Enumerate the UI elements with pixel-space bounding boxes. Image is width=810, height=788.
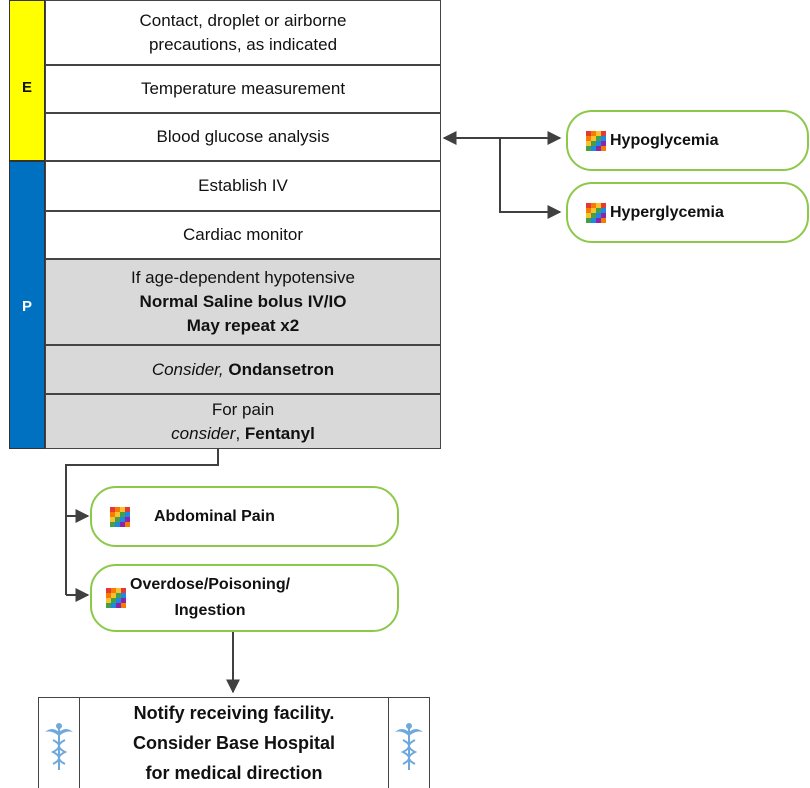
protocol-abdominal-pain[interactable]: Abdominal Pain <box>90 486 399 547</box>
protocol-overdose[interactable]: Overdose/Poisoning/ Ingestion <box>90 564 399 632</box>
protocol-hypoglycemia-label: Hypoglycemia <box>610 131 719 149</box>
band-e: E <box>9 0 45 161</box>
notify-box: Notify receiving facility. Consider Base… <box>38 697 430 788</box>
protocol-hyperglycemia[interactable]: Hyperglycemia <box>566 182 809 243</box>
step-glucose: Blood glucose analysis <box>45 113 441 161</box>
band-p-letter: P <box>21 298 32 315</box>
step-saline-line1: If age-dependent hypotensive <box>130 268 355 287</box>
notify-line1: Notify receiving facility. <box>133 703 335 723</box>
step-precautions: Contact, droplet or airborne precautions… <box>45 0 441 65</box>
step-fentanyl-drug: Fentanyl <box>244 423 315 443</box>
step-ondansetron: Consider, Ondansetron <box>45 345 441 394</box>
step-cardiac-label: Cardiac monitor <box>183 225 303 244</box>
step-ondansetron-prefix: Consider, <box>151 359 224 379</box>
protocol-abdominal-label: Abdominal Pain <box>154 507 275 525</box>
step-glucose-label: Blood glucose analysis <box>156 127 330 146</box>
step-fentanyl: For pain consider, Fentanyl <box>45 394 441 449</box>
notify-right-panel <box>388 698 429 788</box>
step-precautions-line1: Contact, droplet or airborne <box>139 10 347 30</box>
notify-line2: Consider Base Hospital <box>132 733 336 753</box>
protocol-overdose-text: Overdose/Poisoning/ Ingestion <box>130 572 290 624</box>
notify-text: Notify receiving facility. Consider Base… <box>79 698 389 788</box>
notify-line3: for medical direction <box>145 763 323 783</box>
protocol-grid-icon <box>110 506 130 527</box>
step-fentanyl-line2: consider, Fentanyl <box>171 422 315 446</box>
step-fentanyl-sep: , <box>235 423 241 443</box>
step-cardiac: Cardiac monitor <box>45 211 441 259</box>
step-saline: If age-dependent hypotensive Normal Sali… <box>45 259 441 345</box>
arrow-glucose-hyper <box>499 138 562 219</box>
step-fentanyl-prefix: consider <box>171 423 236 443</box>
protocol-hypoglycemia[interactable]: Hypoglycemia <box>566 110 809 171</box>
step-iv: Establish IV <box>45 161 441 211</box>
band-p: P <box>9 161 45 449</box>
caduceus-icon <box>395 723 423 770</box>
notify-left-panel <box>39 698 80 788</box>
caduceus-icon <box>45 723 73 770</box>
step-saline-line3: May repeat x2 <box>186 316 300 335</box>
protocol-overdose-line2: Ingestion <box>174 602 246 619</box>
step-ondansetron-drug: Ondansetron <box>228 359 335 379</box>
step-fentanyl-line1: For pain <box>211 399 275 419</box>
step-saline-line2: Normal Saline bolus IV/IO <box>139 292 347 311</box>
protocol-grid-icon <box>586 202 606 223</box>
step-precautions-line2: precautions, as indicated <box>148 34 338 54</box>
step-temperature-label: Temperature measurement <box>140 79 346 98</box>
protocol-grid-icon <box>106 588 126 608</box>
step-temperature: Temperature measurement <box>45 65 441 113</box>
protocol-grid-icon <box>586 130 606 151</box>
connector-fentanyl-rail <box>65 449 219 595</box>
protocol-hyperglycemia-label: Hyperglycemia <box>610 203 724 221</box>
step-iv-label: Establish IV <box>198 176 288 195</box>
band-e-letter: E <box>21 79 32 96</box>
protocol-overdose-line1: Overdose/Poisoning/ <box>130 576 291 593</box>
step-ondansetron-text: Consider, Ondansetron <box>152 358 334 382</box>
